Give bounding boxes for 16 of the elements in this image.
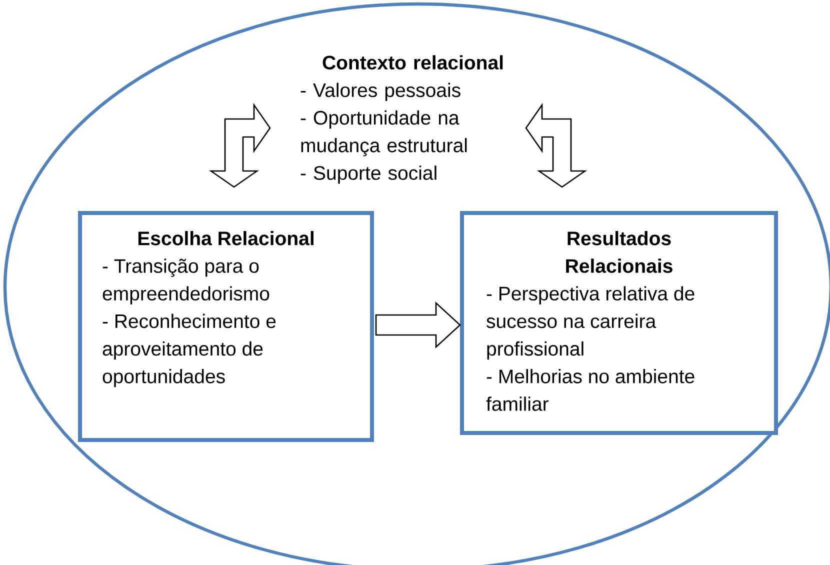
bullet-text: - Reconhecimento e aproveitamento de oportunidades — [102, 314, 276, 388]
box-heading: Contexto relacional — [322, 55, 503, 70]
bullet-text: - Perspectiva relativa de sucesso na carreira profissional — [486, 286, 694, 360]
bullet-text: - Suporte social — [300, 166, 436, 184]
block-arrow — [208, 102, 271, 188]
bullet-text: - Oportunidade na mudança estrutural — [300, 110, 467, 156]
bullet-text: - Transição para o empreendedorismo — [102, 258, 270, 304]
process-box — [460, 211, 778, 435]
block-arrow — [525, 102, 588, 188]
block-arrow — [375, 302, 461, 348]
bullet-text: - Melhorias no ambiente familiar — [486, 369, 694, 411]
box-heading: Resultados Relacionais — [566, 231, 672, 273]
ellipse-border — [3, 2, 830, 565]
process-box — [78, 211, 374, 442]
box-heading: Escolha Relacional — [138, 231, 314, 246]
bullet-text: - Valores pessoais — [300, 82, 460, 101]
